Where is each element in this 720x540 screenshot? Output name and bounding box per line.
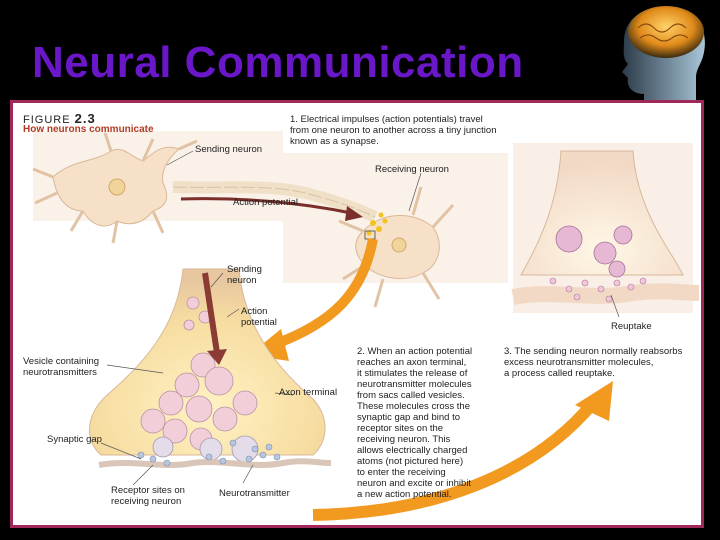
reuptake-arrowhead [575,381,613,421]
label-axon-terminal: Axon terminal [279,387,338,398]
step-1-text: 1. Electrical impulses (action potential… [290,114,497,147]
label-sending-neuron-top: Sending neuron [195,144,263,155]
zoom-arrow [271,238,378,350]
axon-terminal [88,268,326,463]
reuptake-inset [511,143,700,313]
action-potential-arrowhead-top [345,206,363,221]
figure-subtitle: How neurons communicate [23,124,154,135]
label-action-potential-top: Action potential [233,197,298,208]
label-receiving-neuron: Receiving neuron [375,164,449,175]
reuptake-arrow [312,399,598,521]
label-reuptake: Reuptake [611,321,652,332]
sending-neuron-top [32,132,378,244]
leader-lines [100,150,620,486]
action-potential-arrow-mid [202,272,220,354]
figure-number: FIGURE 2.3 [23,111,96,126]
action-potential-arrowhead-mid [207,349,227,365]
label-synaptic-gap: Synaptic gap [47,434,102,445]
label-vesicle: Vesicle containing neurotransmitters [23,356,100,378]
neurotransmitter-molecules [137,439,281,467]
receiving-neuron [338,186,455,308]
action-potential-arrow-top [180,197,352,215]
label-sending-neuron-mid: Sending neuron [227,264,262,286]
step-3-text: 3. The sending neuron normally reabsorbs… [504,346,683,379]
step-2-text: 2. When an action potential reaches an a… [357,346,473,500]
receiving-membrane [98,458,332,468]
slide-title: Neural Communication [32,38,524,87]
figure-panel: FIGURE 2.3 How neurons communicate 1. El… [10,100,704,528]
label-action-potential-mid: Action potential [241,306,277,328]
label-neurotransmitter: Neurotransmitter [219,488,290,499]
label-receptor-sites: Receptor sites on receiving neuron [111,485,185,507]
brain-head-illustration [622,6,705,106]
neuron-diagram [32,131,700,521]
